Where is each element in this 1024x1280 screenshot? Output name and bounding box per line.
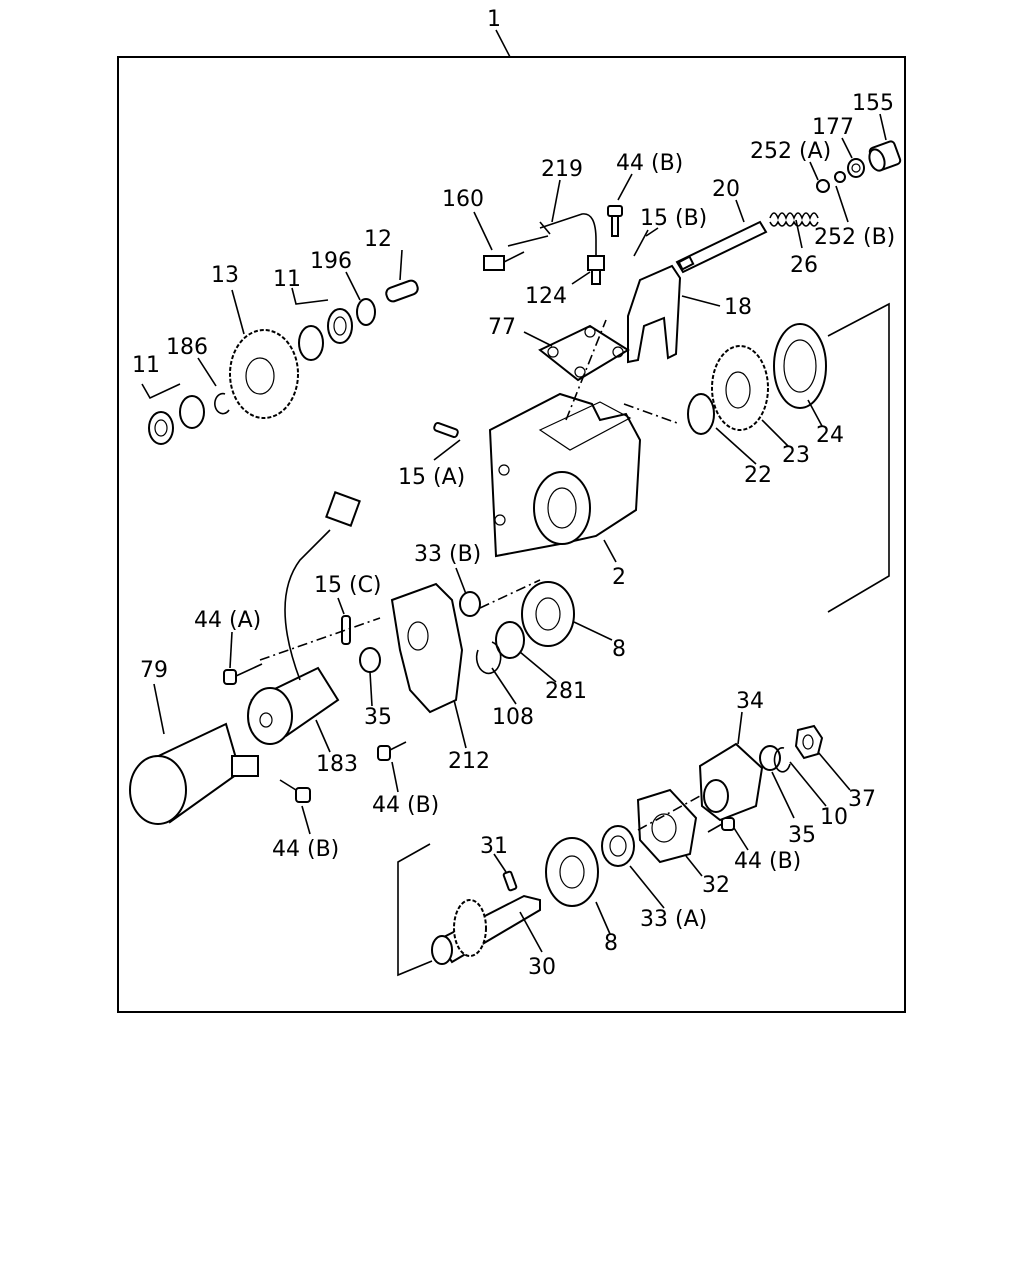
thrust-washer-22 xyxy=(687,393,715,435)
callout-252b: 252 (B) xyxy=(814,225,895,250)
gear-13 xyxy=(229,329,299,419)
shift-rod-part xyxy=(675,220,768,274)
callout-77: 77 xyxy=(488,315,516,340)
callout-44a: 44 (A) xyxy=(194,608,261,633)
callout-8-upper: 8 xyxy=(612,637,626,662)
callout-108: 108 xyxy=(492,705,534,730)
leader-lines xyxy=(141,113,887,953)
nut-37 xyxy=(794,724,824,760)
callout-10: 10 xyxy=(820,805,848,830)
spring-part xyxy=(769,212,819,227)
callout-79: 79 xyxy=(140,658,168,683)
callout-44b-right: 44 (B) xyxy=(734,849,801,874)
callout-13: 13 xyxy=(211,263,239,288)
washer-252a xyxy=(816,179,830,193)
connector-160 xyxy=(483,251,525,271)
callout-44b-mid: 44 (B) xyxy=(372,793,439,818)
callout-177: 177 xyxy=(812,115,854,140)
ring-196 xyxy=(356,298,376,326)
bearing-8-upper xyxy=(521,581,575,647)
nut-177 xyxy=(847,158,865,178)
bearing-11-upper xyxy=(298,308,353,361)
callout-252a: 252 (A) xyxy=(750,139,831,164)
washer-252b xyxy=(834,171,846,183)
callout-37: 37 xyxy=(848,787,876,812)
callout-219: 219 xyxy=(541,157,583,182)
pin-12 xyxy=(385,279,419,303)
cover-79 xyxy=(129,722,259,825)
bearing-8-lower xyxy=(545,837,599,907)
callout-11-upper: 11 xyxy=(273,267,301,292)
callout-12: 12 xyxy=(364,227,392,252)
callout-281: 281 xyxy=(545,679,587,704)
snap-ring-108 xyxy=(475,641,502,675)
callout-212: 212 xyxy=(448,749,490,774)
bolt-44b-low xyxy=(279,779,311,803)
pin-15a xyxy=(433,421,459,439)
lock-washer-10 xyxy=(773,747,791,773)
assembly-number: 1 xyxy=(487,7,501,32)
callout-2: 2 xyxy=(612,565,626,590)
callout-11-lower: 11 xyxy=(132,353,160,378)
pin-15c xyxy=(341,615,351,645)
sensor-124 xyxy=(539,213,605,285)
gear-23 xyxy=(711,345,769,431)
bolt-44b-mid xyxy=(377,741,407,761)
callout-33a: 33 (A) xyxy=(640,907,707,932)
sleeve-24 xyxy=(773,323,827,409)
diagram-frame xyxy=(117,56,906,1013)
washer-35-right xyxy=(759,745,781,771)
callout-183: 183 xyxy=(316,752,358,777)
callout-15b: 15 (B) xyxy=(640,206,707,231)
bolt-44a xyxy=(223,663,263,685)
shift-fork-part xyxy=(627,264,682,364)
pto-housing-2 xyxy=(488,392,642,558)
washer-35-left xyxy=(359,647,381,673)
bearing-housing-34 xyxy=(698,742,764,822)
callout-124: 124 xyxy=(525,284,567,309)
snap-ring-186 xyxy=(214,392,230,415)
pin-15b xyxy=(633,229,649,257)
callout-44b-low: 44 (B) xyxy=(272,837,339,862)
cap-155 xyxy=(868,140,902,172)
callout-15a: 15 (A) xyxy=(398,465,465,490)
harness-219 xyxy=(507,221,551,247)
callout-33b: 33 (B) xyxy=(414,542,481,567)
callout-18: 18 xyxy=(724,295,752,320)
callout-35-left: 35 xyxy=(364,705,392,730)
callout-34: 34 xyxy=(736,689,764,714)
callout-30: 30 xyxy=(528,955,556,980)
callout-22: 22 xyxy=(744,463,772,488)
seal-33a xyxy=(601,825,635,867)
callout-160: 160 xyxy=(442,187,484,212)
callout-31: 31 xyxy=(480,834,508,859)
callout-44b-top: 44 (B) xyxy=(616,151,683,176)
callout-186: 186 xyxy=(166,335,208,360)
bolt-44b-top xyxy=(607,205,623,237)
callout-155: 155 xyxy=(852,91,894,116)
motor-183 xyxy=(247,491,361,745)
cover-212 xyxy=(390,582,464,714)
callout-26: 26 xyxy=(790,253,818,278)
callout-196: 196 xyxy=(310,249,352,274)
bolt-44b-right xyxy=(707,817,735,833)
callout-32: 32 xyxy=(702,873,730,898)
callout-labels: 155 177 252 (A) 252 (B) 26 20 44 (B) 15 … xyxy=(132,91,895,980)
callout-15c: 15 (C) xyxy=(314,573,382,598)
bearing-11-lower xyxy=(148,395,205,445)
key-31 xyxy=(502,870,518,892)
ring-281 xyxy=(495,621,525,659)
callout-24: 24 xyxy=(816,423,844,448)
callout-8-lower: 8 xyxy=(604,931,618,956)
seal-33b xyxy=(459,591,481,617)
callout-23: 23 xyxy=(782,443,810,468)
callout-35-right: 35 xyxy=(788,823,816,848)
cover-plate-77 xyxy=(538,324,630,382)
output-shaft-30 xyxy=(431,894,541,965)
callout-20: 20 xyxy=(712,177,740,202)
flange-32 xyxy=(636,788,698,864)
